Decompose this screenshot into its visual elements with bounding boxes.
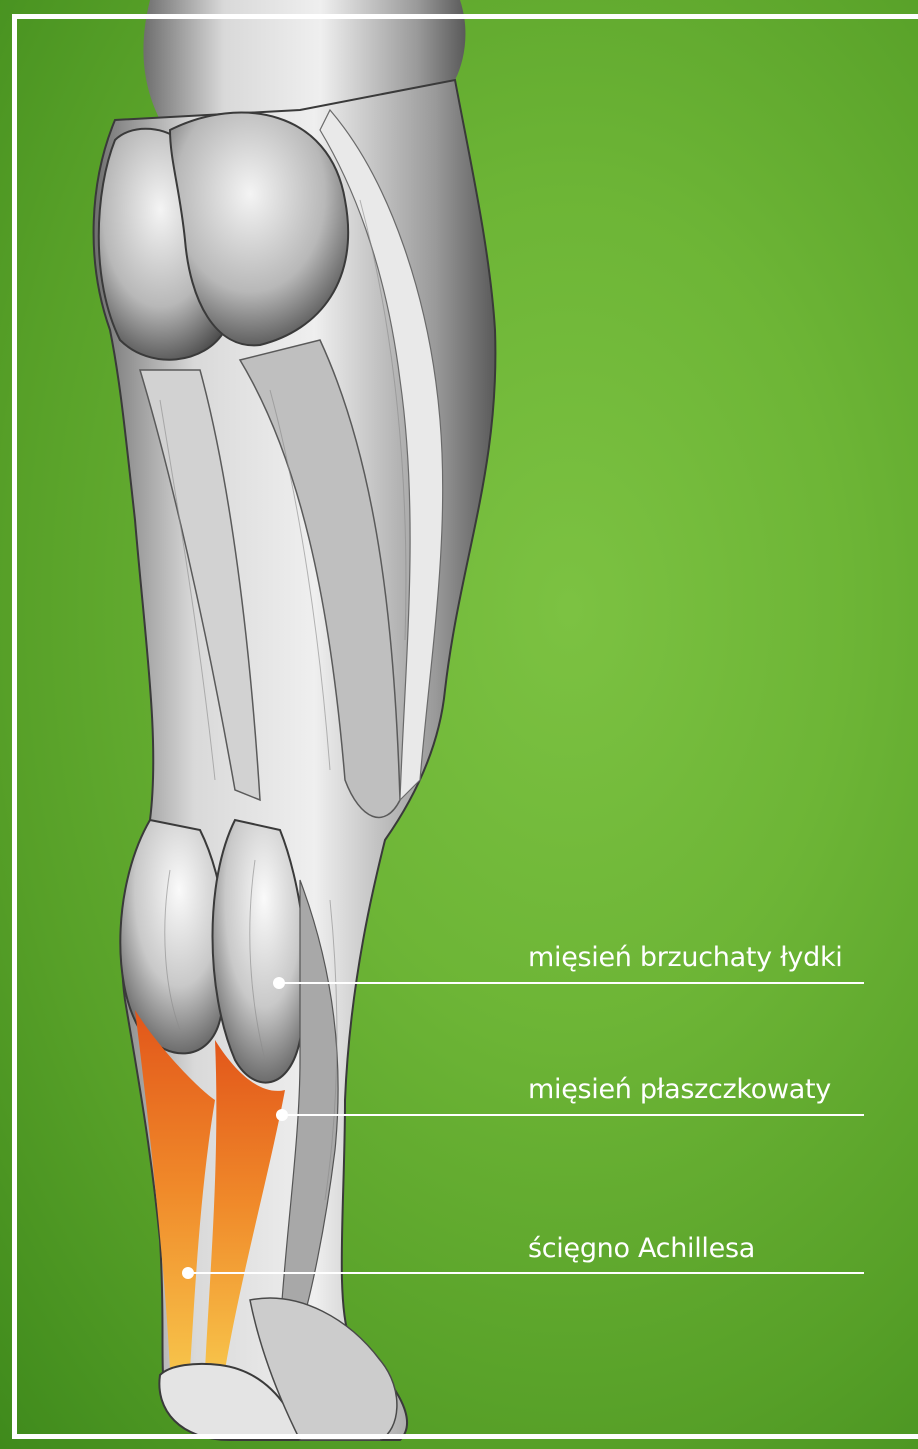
callout-label-soleus: mięsień płaszczkowaty [528, 1074, 831, 1105]
callout-line-soleus [282, 1114, 864, 1116]
callout-label-achilles: ścięgno Achillesa [528, 1233, 755, 1264]
callout-label-gastrocnemius: mięsień brzuchaty łydki [528, 942, 843, 973]
callout-line-gastrocnemius [279, 982, 864, 984]
callout-line-achilles [188, 1272, 864, 1274]
